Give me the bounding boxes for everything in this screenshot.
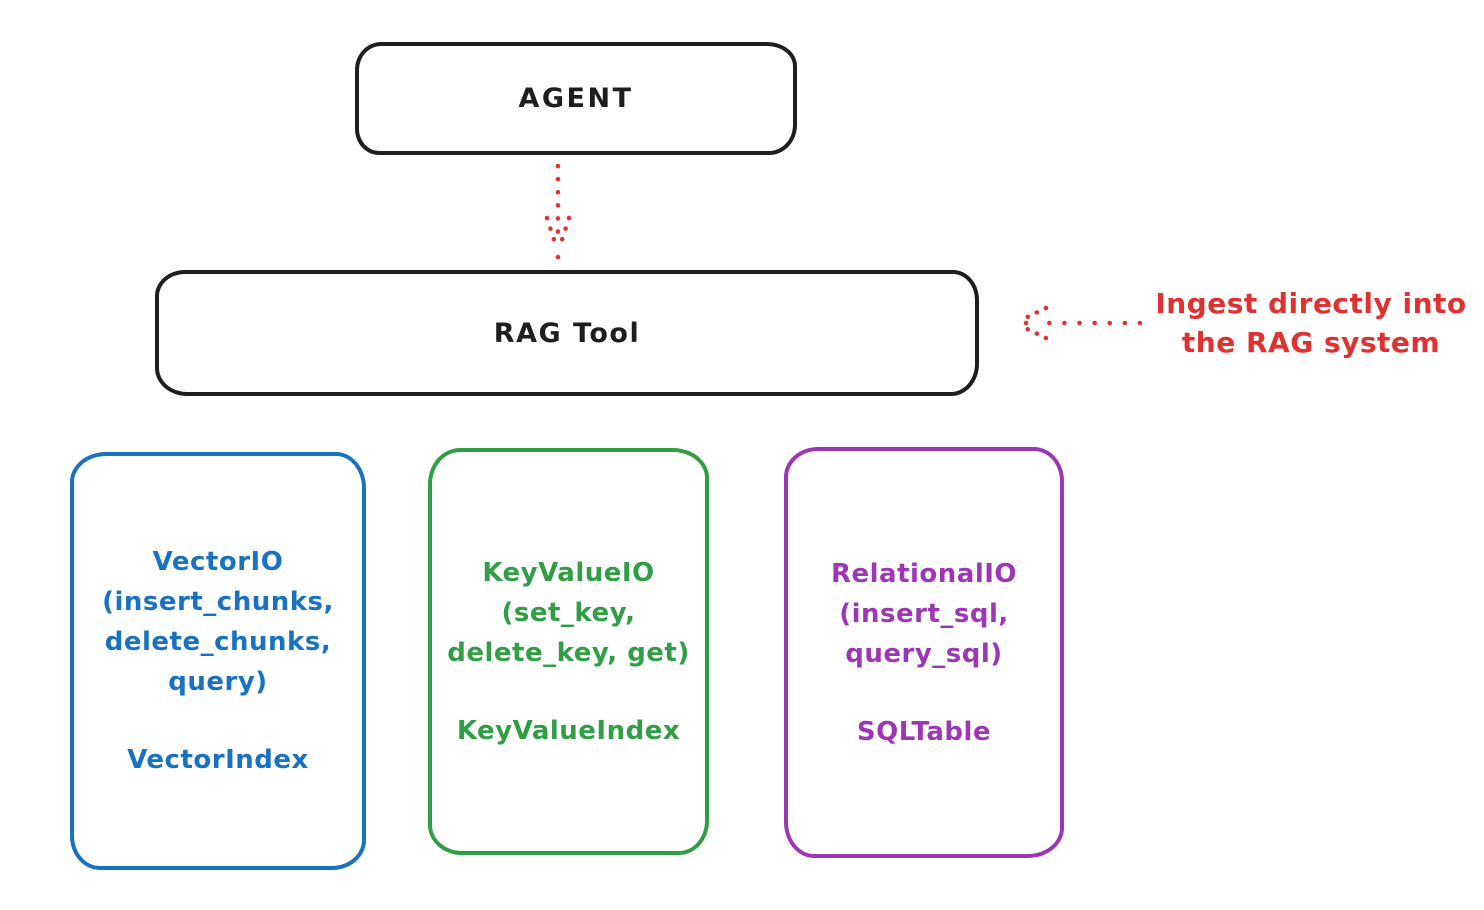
vector-io-node: VectorIO (insert_chunks, delete_chunks, … [70,452,366,870]
relational-io-node: RelationalIO (insert_sql, query_sql) SQL… [784,447,1064,858]
vector-index-label: VectorIndex [127,745,309,775]
keyvalue-io-label: KeyValueIO (set_key, delete_key, get) [447,557,690,668]
relational-io-label: RelationalIO (insert_sql, query_sql) [830,558,1018,669]
agent-node: AGENT [355,42,797,155]
rag-tool-node: RAG Tool [155,270,979,396]
agent-label: AGENT [518,83,634,114]
ingest-annotation: Ingest directly into the RAG system [1155,287,1467,359]
rag-tool-label: RAG Tool [493,317,641,349]
annotation-to-rag-tool-arrow [1016,305,1143,341]
sql-table-label: SQLTable [856,716,992,747]
keyvalue-index-label: KeyValueIndex [456,715,681,746]
agent-to-rag-tool-arrow [544,163,572,260]
keyvalue-io-node: KeyValueIO (set_key, delete_key, get) Ke… [428,448,709,855]
vector-io-label: VectorIO (insert_chunks, delete_chunks, … [102,547,334,697]
